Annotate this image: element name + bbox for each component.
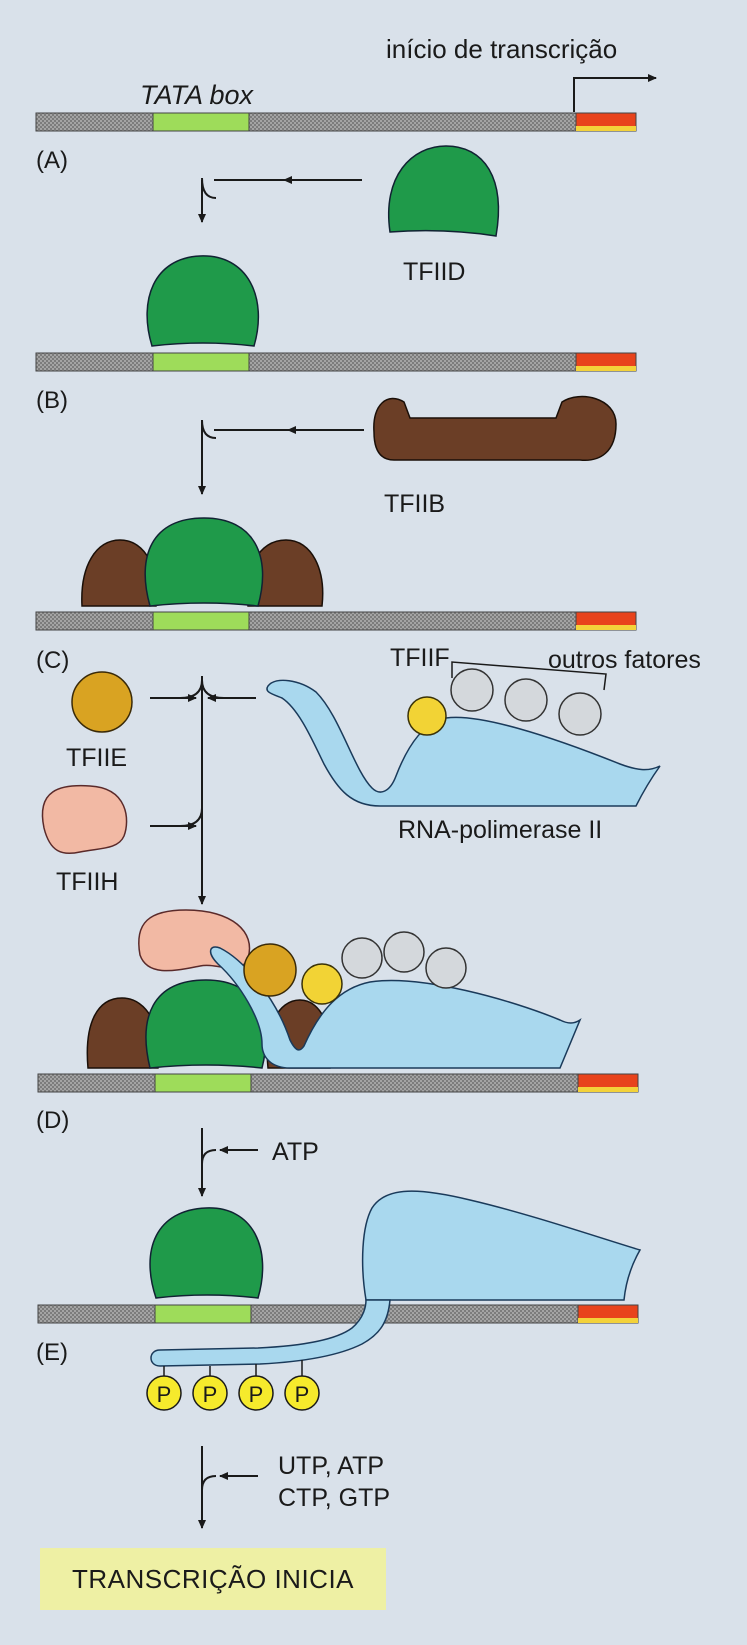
tfiib-label: TFIIB xyxy=(384,490,445,518)
phosphate-2 xyxy=(192,1375,228,1411)
rna-polymerase-elongating xyxy=(361,1190,642,1301)
arrow-a-to-b xyxy=(198,176,362,223)
atp-label: ATP xyxy=(272,1138,319,1166)
arrow-e-to-final xyxy=(198,1446,258,1529)
ntp-label-line2: CTP, GTP xyxy=(278,1484,390,1512)
preinitiation-complex-d xyxy=(86,909,582,1069)
tfiid-bound-c xyxy=(144,517,264,607)
arrow-c-to-d xyxy=(150,676,256,905)
tfiif-free xyxy=(407,696,447,736)
step-label-e: (E) xyxy=(36,1339,68,1366)
step-label-a: (A) xyxy=(36,147,68,174)
tfiid-free xyxy=(388,145,500,237)
step-label-b: (B) xyxy=(36,387,68,414)
ctd-tail xyxy=(150,1299,391,1367)
phosphate-3 xyxy=(238,1375,274,1411)
tfiih-free xyxy=(41,784,128,855)
phosphate-1 xyxy=(146,1375,182,1411)
tfiid-label: TFIID xyxy=(403,258,466,286)
phosphate-label-3: P xyxy=(249,1382,264,1407)
phosphate-label-1: P xyxy=(157,1382,172,1407)
tfiie-label: TFIIE xyxy=(66,744,127,772)
arrow-b-to-c xyxy=(198,419,364,495)
phosphate-4 xyxy=(284,1375,320,1411)
tfiif-label: TFIIF xyxy=(390,644,450,672)
tfiid-bound-e xyxy=(149,1207,264,1299)
transcription-start-arrow xyxy=(573,74,657,112)
tfiib-free xyxy=(373,395,617,461)
arrow-d-to-e xyxy=(198,1128,258,1197)
dna-strand-e xyxy=(37,1304,639,1324)
other-factor-2 xyxy=(504,678,548,722)
phosphate-label-4: P xyxy=(295,1382,310,1407)
dna-strand-a xyxy=(35,112,637,132)
transcription-begins-label: TRANSCRIÇÃO INICIA xyxy=(71,1563,355,1594)
tfiie-free xyxy=(71,671,133,733)
dna-strand-d xyxy=(37,1073,639,1093)
other-factors-label: outros fatores xyxy=(548,646,701,674)
other-factors-bracket xyxy=(451,661,607,691)
rna-polymerase-label: RNA-polimerase II xyxy=(398,816,602,844)
tfiid-bound-b xyxy=(146,255,260,347)
transcription-begins-box: TRANSCRIÇÃO INICIA xyxy=(40,1548,386,1610)
dna-strand-b xyxy=(35,352,637,372)
ntp-label-line1: UTP, ATP xyxy=(278,1452,384,1480)
other-factor-1 xyxy=(450,668,494,712)
dna-strand-c xyxy=(35,611,637,631)
step-label-d: (D) xyxy=(36,1107,69,1134)
phosphate-groups: P P P P xyxy=(146,1360,320,1411)
transcription-start-label: início de transcrição xyxy=(386,34,617,64)
tata-box-region xyxy=(152,112,250,132)
step-label-c: (C) xyxy=(36,647,69,674)
tfiih-label: TFIIH xyxy=(56,868,119,896)
other-factor-3 xyxy=(558,692,602,736)
phosphate-label-2: P xyxy=(203,1382,218,1407)
rna-polymerase-free xyxy=(266,679,661,807)
tata-box-label: TATA box xyxy=(140,80,255,110)
